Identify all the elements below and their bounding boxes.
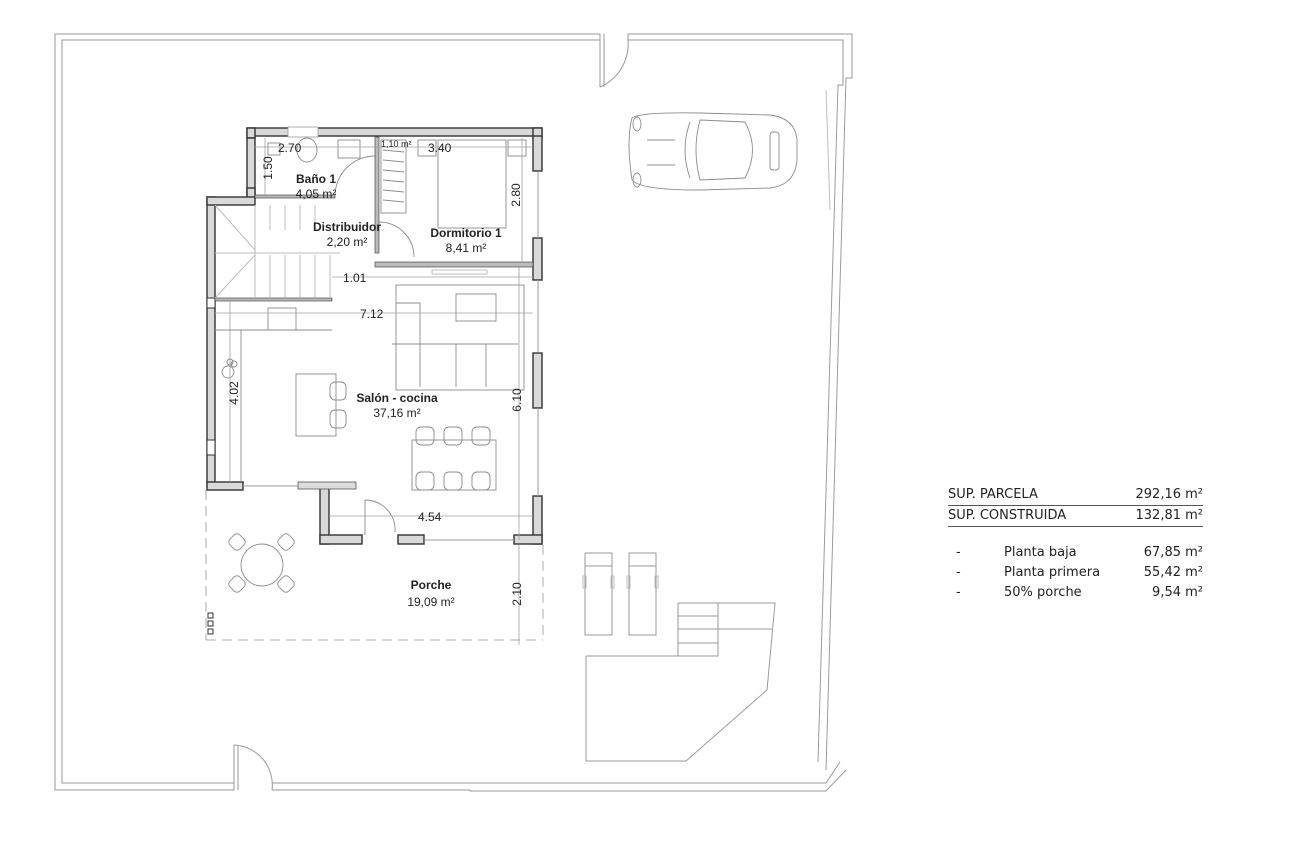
dim-distrib-width: 1.01 [343, 271, 367, 285]
dim-bano-depth: 1.50 [261, 156, 275, 180]
patio-table-icon [207, 533, 295, 635]
dim-bano-width: 2.70 [278, 141, 302, 155]
door-icon [334, 155, 415, 535]
room-name-bano: Baño 1 [296, 172, 336, 186]
sup-construida-row: SUP. CONSTRUIDA 132,81 m² [948, 506, 1203, 527]
terrace-area [585, 602, 776, 762]
room-name-salon: Salón - cocina [356, 391, 438, 405]
room-area-bano: 4,05 m² [296, 187, 337, 201]
sun-lounger-icon [582, 552, 659, 636]
room-name-dormitorio: Dormitorio 1 [430, 226, 502, 240]
room-area-salon: 37,16 m² [373, 406, 420, 420]
dim-kitchen-depth: 4.02 [227, 381, 241, 405]
bathroom-fixtures [267, 137, 361, 163]
kitchen-counter [215, 307, 347, 482]
bed-icon [417, 139, 527, 229]
dim-porch-depth: 2.10 [510, 582, 524, 606]
breakdown-value: 9,54 m² [1152, 585, 1203, 600]
sup-parcela-label: SUP. PARCELA [948, 487, 1038, 502]
car-icon [628, 112, 798, 191]
breakdown-label: Planta primera [1004, 565, 1101, 580]
room-area-porche: 19,09 m² [407, 595, 454, 609]
breakdown-label: Planta baja [1004, 545, 1077, 560]
dim-dorm-depth: 2.80 [509, 183, 523, 207]
sofa-icon [392, 269, 525, 391]
room-name-distribuidor: Distribuidor [313, 220, 381, 234]
breakdown-row: - Planta baja 67,85 m² [948, 543, 1203, 563]
staircase-icon [214, 204, 340, 299]
dimension-lines [215, 138, 533, 645]
breakdown-row: - 50% porche 9,54 m² [948, 583, 1203, 603]
sup-parcela-row: SUP. PARCELA 292,16 m² [948, 485, 1203, 506]
breakdown-row: - Planta primera 55,42 m² [948, 563, 1203, 583]
exterior-walls [206, 126, 543, 545]
sup-parcela-value: 292,16 m² [1135, 487, 1204, 502]
interior-walls [214, 136, 534, 302]
surface-summary: SUP. PARCELA 292,16 m² SUP. CONSTRUIDA 1… [948, 485, 1203, 603]
breakdown-label: 50% porche [1004, 585, 1082, 600]
breakdown-value: 55,42 m² [1143, 565, 1203, 580]
dimension-labels: 2.70 1.50 1,10 m² 3.40 2.80 1.01 7.12 4.… [227, 139, 524, 606]
dim-salon-depth: 6.10 [510, 388, 524, 412]
room-labels: Baño 1 4,05 m² Distribuidor 2,20 m² Dorm… [296, 172, 502, 609]
bullet: - [956, 565, 961, 580]
sup-construida-value: 132,81 m² [1135, 508, 1204, 523]
room-area-distribuidor: 2,20 m² [327, 235, 368, 249]
dim-salon-width: 7.12 [360, 307, 384, 321]
room-name-porche: Porche [411, 578, 452, 592]
dim-dorm-width: 3.40 [428, 141, 452, 155]
bullet: - [956, 545, 961, 560]
room-area-dormitorio: 8,41 m² [446, 241, 487, 255]
porch-outline [205, 490, 544, 641]
plot-boundary [54, 33, 853, 792]
bullet: - [956, 585, 961, 600]
dining-table-icon [411, 426, 497, 491]
closet-area: 1,10 m² [381, 139, 412, 149]
breakdown-value: 67,85 m² [1143, 545, 1203, 560]
closet-icon [380, 139, 407, 214]
dim-south-width: 4.54 [418, 510, 442, 524]
sup-construida-label: SUP. CONSTRUIDA [948, 508, 1067, 523]
